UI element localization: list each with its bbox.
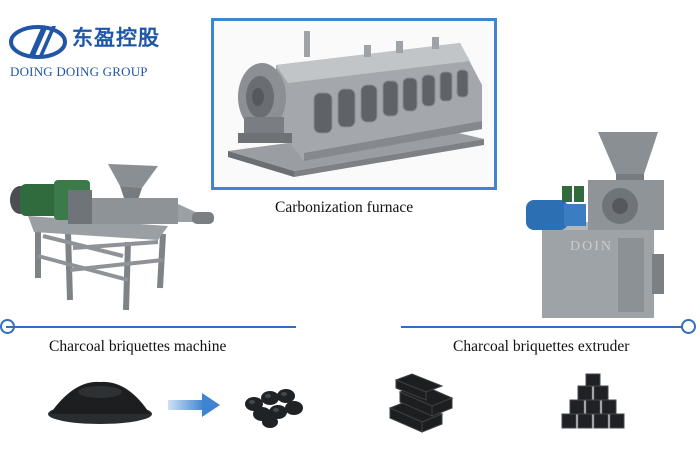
logo-mark-icon (9, 25, 67, 59)
watermark-text: DOIN (570, 239, 613, 254)
ball-briquettes-image (245, 389, 303, 428)
furnace-image-frame (211, 18, 497, 190)
carbonization-furnace-image (228, 31, 484, 177)
logo-english-text: DOING DOING GROUP (10, 64, 148, 79)
brand-logo: 东盈控股 DOING DOING GROUP (8, 14, 188, 79)
furnace-caption: Carbonization furnace (275, 199, 414, 216)
left-connector-line (6, 326, 296, 328)
cube-briquettes-pyramid-image (561, 373, 625, 429)
extruder-caption: Charcoal briquettes extruder (453, 338, 630, 355)
charcoal-briquettes-extruder-image: DOIN (526, 132, 664, 318)
charcoal-powder-pile-image (48, 381, 152, 424)
hexagonal-briquettes-stack-image (388, 373, 454, 433)
right-line-endpoint-icon (681, 319, 696, 334)
logo-chinese-text: 东盈控股 (72, 26, 160, 50)
right-connector-line (401, 326, 684, 328)
machine-caption: Charcoal briquettes machine (49, 338, 227, 355)
arrow-right-icon (168, 393, 220, 417)
charcoal-briquettes-machine-image (10, 164, 214, 311)
